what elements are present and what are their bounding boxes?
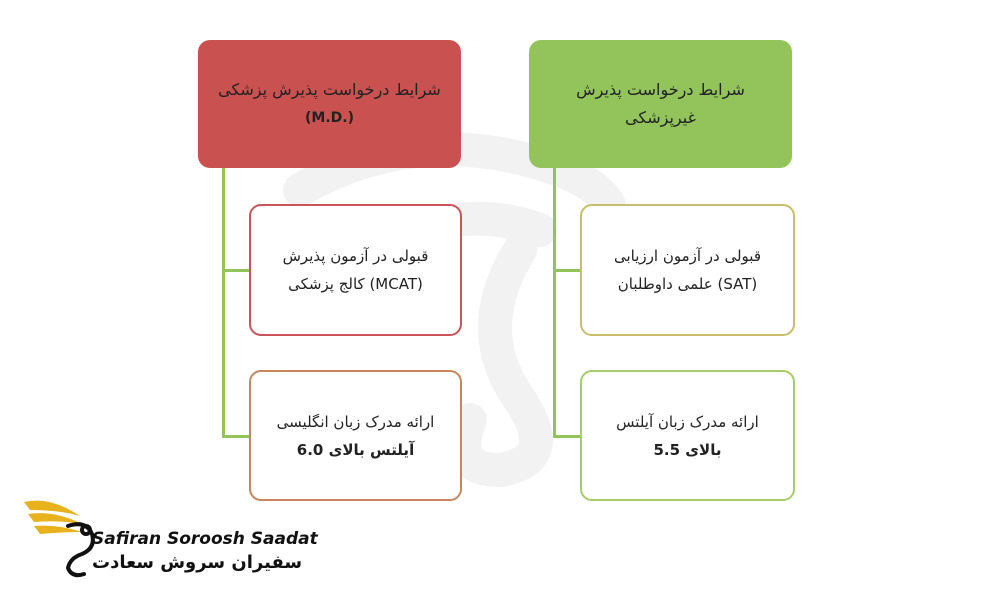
md-header-title: شرایط درخواست پذیرش پزشکی bbox=[218, 80, 441, 99]
mcat-line-1: قبولی در آزمون پذیرش bbox=[282, 247, 429, 265]
ielts-5-5-requirement-box: ارائه مدرک زبان آیلتس بالای 5.5 bbox=[580, 370, 795, 501]
sat-line-1: قبولی در آزمون ارزیابی bbox=[613, 247, 762, 265]
sat-requirement-box: قبولی در آزمون ارزیابی علمی داوطلبان (SA… bbox=[580, 204, 795, 336]
non-medical-header-title: شرایط درخواست پذیرش bbox=[576, 80, 745, 99]
right-connector-branch-1 bbox=[553, 269, 581, 272]
right-connector-vertical bbox=[553, 168, 556, 437]
company-logo-emblem bbox=[24, 500, 95, 578]
sat-line-2: علمی داوطلبان (SAT) bbox=[617, 275, 758, 293]
ielts-5-5-line-2: بالای 5.5 bbox=[653, 440, 722, 459]
md-requirements-header: شرایط درخواست پذیرش پزشکی (M.D.) bbox=[198, 40, 461, 168]
ielts-6-line-1: ارائه مدرک زبان انگلیسی bbox=[276, 412, 435, 431]
right-connector-branch-2 bbox=[553, 435, 581, 438]
left-connector-branch-2 bbox=[222, 435, 250, 438]
ielts-6-line-2: آیلتس بالای 6.0 bbox=[296, 440, 415, 459]
left-connector-vertical bbox=[222, 168, 225, 437]
logo-name-persian: سفیران سروش سعادت bbox=[92, 552, 303, 573]
left-connector-branch-1 bbox=[222, 269, 250, 272]
ielts-5-5-line-1: ارائه مدرک زبان آیلتس bbox=[616, 412, 759, 431]
non-medical-requirements-header: شرایط درخواست پذیرش غیرپزشکی bbox=[529, 40, 792, 168]
mcat-line-2: کالج پزشکی (MCAT) bbox=[288, 275, 423, 293]
md-header-subtitle: (M.D.) bbox=[305, 110, 354, 126]
mcat-requirement-box: قبولی در آزمون پذیرش کالج پزشکی (MCAT) bbox=[249, 204, 462, 336]
ielts-6-requirement-box: ارائه مدرک زبان انگلیسی آیلتس بالای 6.0 bbox=[249, 370, 462, 501]
logo-name-english: Safiran Soroosh Saadat bbox=[92, 529, 318, 549]
non-medical-header-subtitle: غیرپزشکی bbox=[625, 108, 696, 127]
